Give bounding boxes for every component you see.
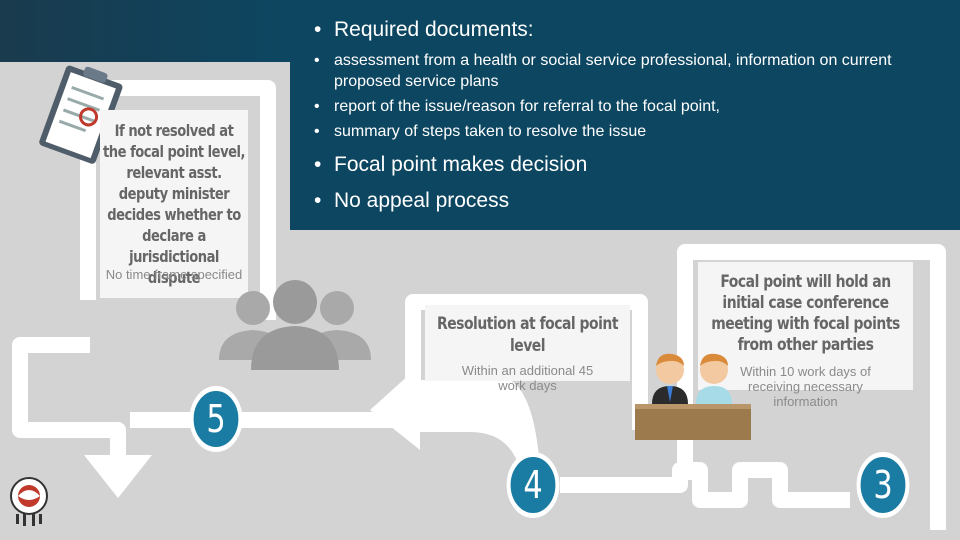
resolution-card-note: Within an additional 45 work days bbox=[453, 363, 603, 393]
no-appeal-bullet: No appeal process bbox=[308, 187, 940, 215]
people-group-icon bbox=[215, 280, 375, 370]
logo-emblem-icon bbox=[6, 474, 52, 528]
resolution-card: Resolution at focal point level Within a… bbox=[425, 305, 630, 381]
document-item-summary: summary of steps taken to resolve the is… bbox=[308, 121, 940, 142]
document-item-report: report of the issue/reason for referral … bbox=[308, 96, 940, 117]
step-3-badge: 3 bbox=[857, 452, 910, 518]
escalation-card: If not resolved at the focal point level… bbox=[100, 110, 248, 298]
focal-points-meeting-icon bbox=[632, 348, 757, 444]
requirements-panel: Required documents: assessment from a he… bbox=[290, 0, 960, 230]
conference-card-title: Focal point will hold an initial case co… bbox=[706, 272, 905, 356]
document-item-assessment: assessment from a health or social servi… bbox=[308, 50, 940, 92]
resolution-card-title: Resolution at focal point level bbox=[430, 313, 624, 357]
header-band bbox=[0, 0, 290, 62]
step-5-badge: 5 bbox=[190, 386, 243, 452]
required-documents-bullet: Required documents: bbox=[308, 16, 940, 44]
focal-point-decision-bullet: Focal point makes decision bbox=[308, 151, 940, 179]
escalation-card-title: If not resolved at the focal point level… bbox=[102, 120, 246, 288]
step-4-badge: 4 bbox=[507, 452, 560, 518]
